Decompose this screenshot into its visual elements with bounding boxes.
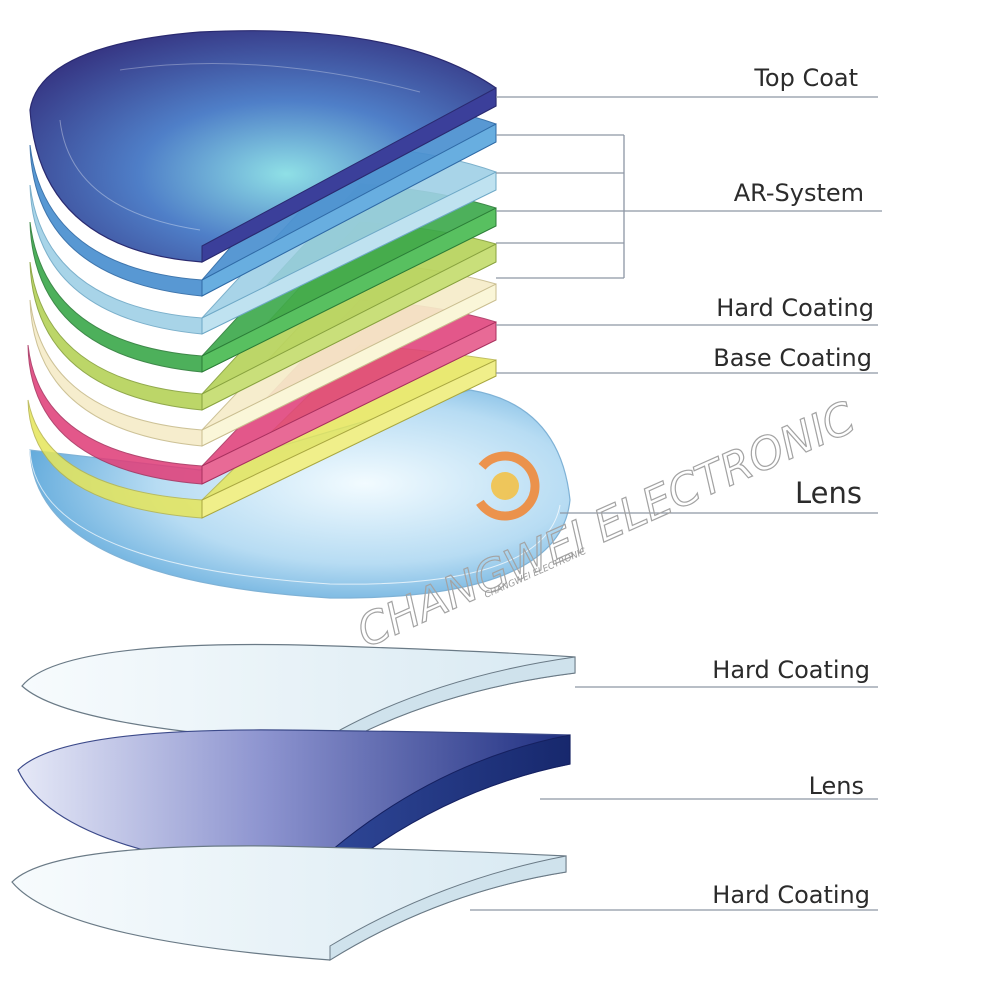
label-cs-lens: Lens <box>809 772 864 800</box>
lens-layer <box>29 389 571 599</box>
label-ar-system: AR-System <box>734 179 864 207</box>
label-cs-hard-coating-top: Hard Coating <box>712 656 870 684</box>
label-base-coating: Base Coating <box>713 344 872 372</box>
watermark-logo-icon <box>470 451 540 521</box>
label-lens: Lens <box>795 476 862 510</box>
label-hard-coating: Hard Coating <box>716 294 874 322</box>
cross-section-lens <box>17 729 571 880</box>
leader-lines <box>496 96 882 514</box>
cross-section-hard-coating-top <box>21 643 576 745</box>
top-coat-layer <box>29 30 497 263</box>
label-cs-hard-coating-bottom: Hard Coating <box>712 881 870 909</box>
cross-section-hard-coating-bottom <box>11 845 567 961</box>
label-top-coat: Top Coat <box>753 64 858 92</box>
